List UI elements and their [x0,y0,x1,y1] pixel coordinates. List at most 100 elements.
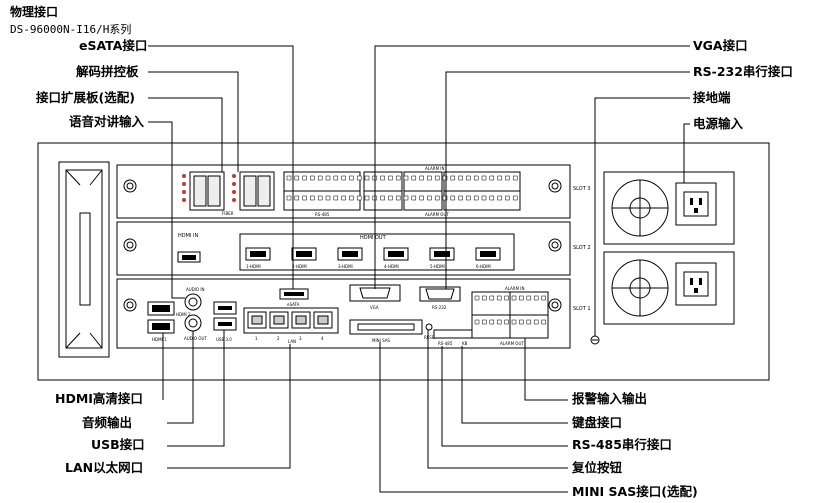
reset-text: RESET [424,335,437,340]
terminal-pin [450,175,456,181]
lan-text: LAN [288,339,296,344]
lan-port-socket [295,315,307,325]
callout-ground-label: 接地端 [693,90,731,105]
terminal-pin [512,195,518,201]
mini-sas-text: MINI SAS [372,338,390,343]
callout-talk-input-label: 语音对讲输入 [69,114,145,129]
model-name: DS-96000N-I16/H系列 [10,23,132,36]
alarm-pin [496,295,502,301]
terminal-pin [364,175,370,181]
lan-port-number: 1 [255,336,258,341]
hdmi1-text: HDMI 1 [152,337,167,342]
alarm-pin [482,319,487,325]
hdmi-out-port-socket [480,251,496,257]
lan-port-number: 4 [321,336,324,341]
terminal-pin [466,175,471,181]
alarm-pin [533,295,539,301]
callout-esata-label: eSATA接口 [79,38,148,53]
terminal-pin [317,175,323,181]
hdmi-out-port-socket [296,251,312,257]
alarm-pin [504,295,509,301]
alarm-pin [526,295,532,301]
vga-text: VGA [370,305,379,310]
lan-port-socket [251,315,263,325]
alarm-pin [519,295,524,301]
terminal-pin [294,175,300,181]
callout-lan-label: LAN以太网口 [65,460,144,475]
alarm-pin [504,319,509,325]
hdmi-out-port-socket [388,251,404,257]
power-supply-top [603,171,735,245]
slot3-alarm-in-text: ALARM IN [425,166,444,171]
terminal-pin [310,175,315,181]
alarm-pin [489,319,495,325]
terminal-pin [325,175,331,181]
terminal-pin [388,175,393,181]
slot1-text: SLOT 1 [573,306,591,312]
callout-reset-button-label: 复位按钮 [572,460,623,475]
terminal-pin [489,195,495,201]
terminal-pin [458,195,463,201]
alarm-pin [474,319,480,325]
slot3-text: SLOT 3 [573,186,591,192]
hdmi-out-port-label: 6-HDMI [476,264,491,269]
terminal-pin [411,175,417,181]
terminal-pin [505,175,510,181]
terminal-pin [419,195,424,201]
hdmi-out-port-label: 4-HDMI [384,264,399,269]
terminal-pin [473,195,479,201]
leader-lines [148,45,690,493]
lan-port-socket [273,315,285,325]
alarm-pin [541,295,546,301]
terminal-pin [427,175,432,181]
callout-mini-sas-label: MINI SAS接口(选配) [572,484,698,499]
terminal-pin [442,195,448,201]
hdmi-out-port-label: 5-HDMI [430,264,445,269]
terminal-pin [286,195,292,201]
terminal-pin [341,175,346,181]
terminal-pin [333,195,339,201]
terminal-pin [481,175,487,181]
lan-ports: 1 2 3 4 [247,311,333,341]
terminal-pin [497,195,502,201]
slot1-board: HDMI 2 HDMI 1 AUDIO IN AUDIO OUT USB 3.0… [116,278,591,349]
slot3-alarm-out-text: ALARM OUT [425,212,449,217]
callout-audio-out-label: 音频输出 [82,415,133,430]
terminal-pin [349,175,354,181]
terminal-pin [286,175,292,181]
terminal-pin [403,175,409,181]
terminal-pin [302,195,307,201]
terminal-pin [380,175,385,181]
terminal-pin [505,195,510,201]
left-handle [58,161,110,358]
callout-power-label: 电源输入 [693,116,744,131]
terminal-pin [497,175,502,181]
terminal-pin [419,175,424,181]
hdmi-out-port-label: 1-HDMI [246,264,261,269]
slot3-rs485-text: RS-485 [315,212,330,217]
alarm-pin [482,295,487,301]
callout-rs232-label: RS-232串行接口 [693,64,793,79]
hdmi-out-text: HDMI OUT [360,235,387,241]
page-title: 物理接口 [10,5,59,19]
hdmi-out-port-socket [342,251,358,257]
alarm-pin [519,319,524,325]
alarm-terminal-pins [474,295,546,325]
lan-port-number: 2 [277,336,280,341]
terminal-pin [349,195,354,201]
rs232-text: RS-232 [432,305,447,310]
slot3-terminal-pins [286,175,518,201]
terminal-pin [333,175,339,181]
terminal-pin [434,175,440,181]
terminal-pin [395,195,401,201]
alarm-pin [474,295,480,301]
callout-expansion-board-label: 接口扩展板(选配) [36,90,135,105]
alarm-pin [496,319,502,325]
lan-port-number: 3 [299,336,302,341]
terminal-pin [388,195,393,201]
terminal-pin [364,195,370,201]
terminal-pin [473,175,479,181]
terminal-pin [395,175,401,181]
